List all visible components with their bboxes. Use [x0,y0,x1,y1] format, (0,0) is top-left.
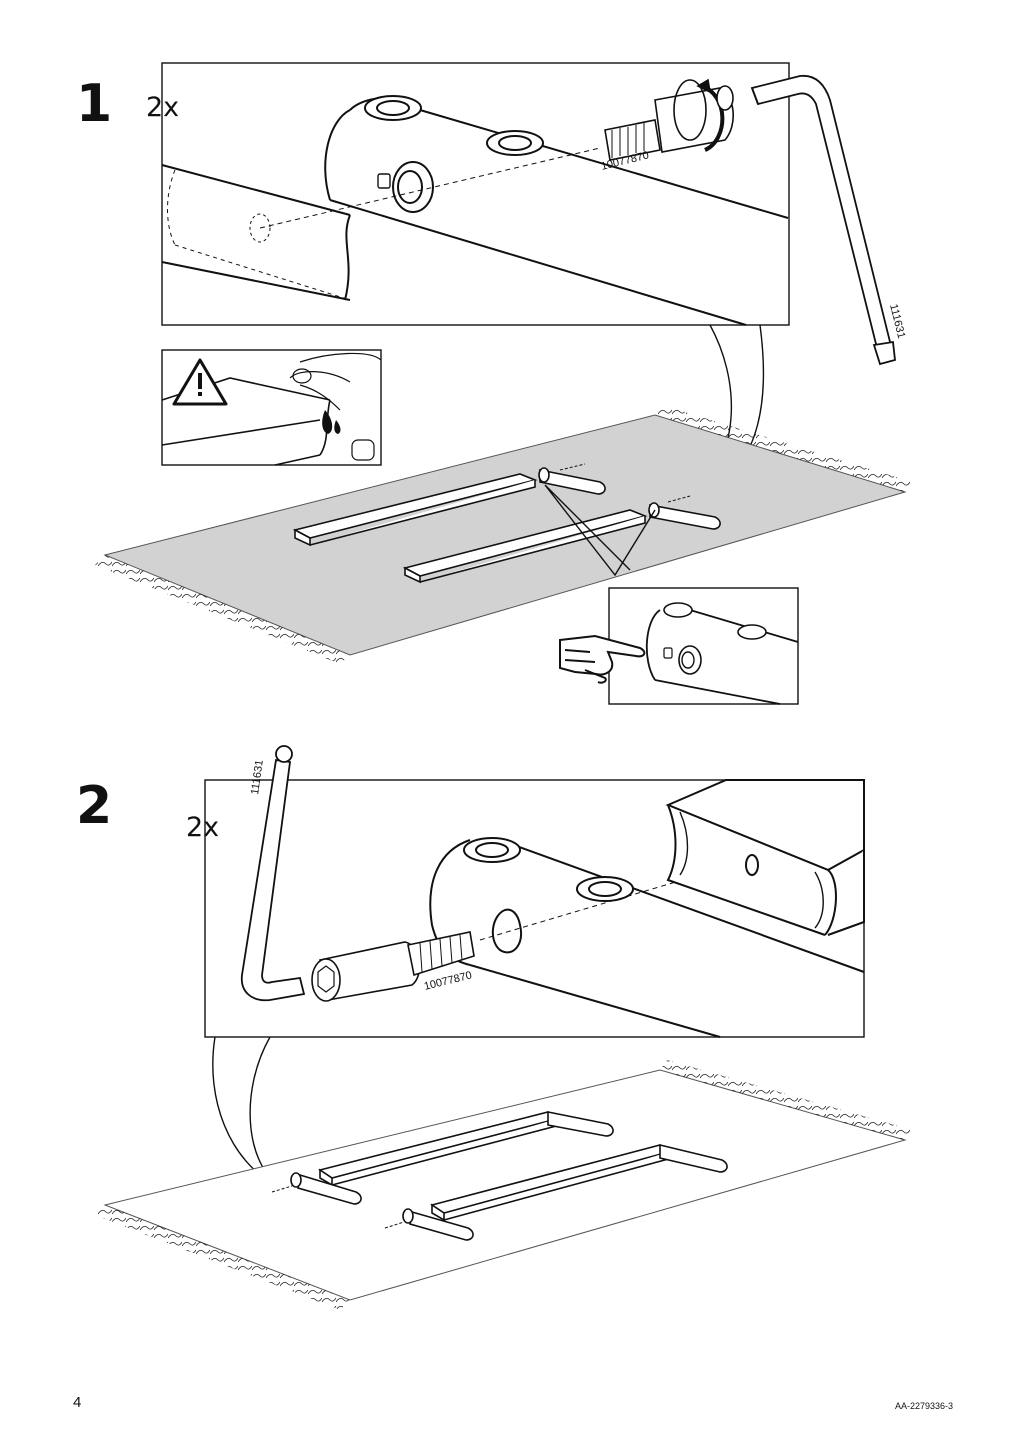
step-2-callout-lines [212,1036,279,1186]
step-1-rail-detail [161,95,789,326]
step-2-quantity: 2x [186,812,220,843]
step-2-number: 2 [76,776,113,836]
step-2-allen-key: 111631 [240,745,306,1002]
warning-pinch-box [161,349,382,466]
step-1-key-label: 111631 [887,303,907,340]
step-2-bolt: 10077870 [311,931,475,1002]
warning-triangle-icon [172,358,228,406]
step-1-zoom-lines [544,484,656,577]
step-2-rug [95,1060,912,1310]
page-number: 4 [73,1394,82,1411]
step-1-rug [95,405,912,664]
step-2-key-label: 111631 [249,759,266,795]
step-1-zoom-inset [559,587,799,705]
step-1-rails-on-rug [292,463,721,584]
pointing-hand-icon [559,634,646,684]
step-2-bolt-label: 10077870 [423,969,473,992]
step-2-frame-end [665,779,865,936]
step-2-frames-on-rug [271,1111,728,1241]
step-1-number: 1 [76,74,113,134]
step-1-detail-frame [161,62,790,326]
document-id: AA-2279336-3 [895,1401,954,1411]
step-1-bolt: 10077870 [600,78,735,173]
step-1-allen-key: 111631 [750,75,907,366]
